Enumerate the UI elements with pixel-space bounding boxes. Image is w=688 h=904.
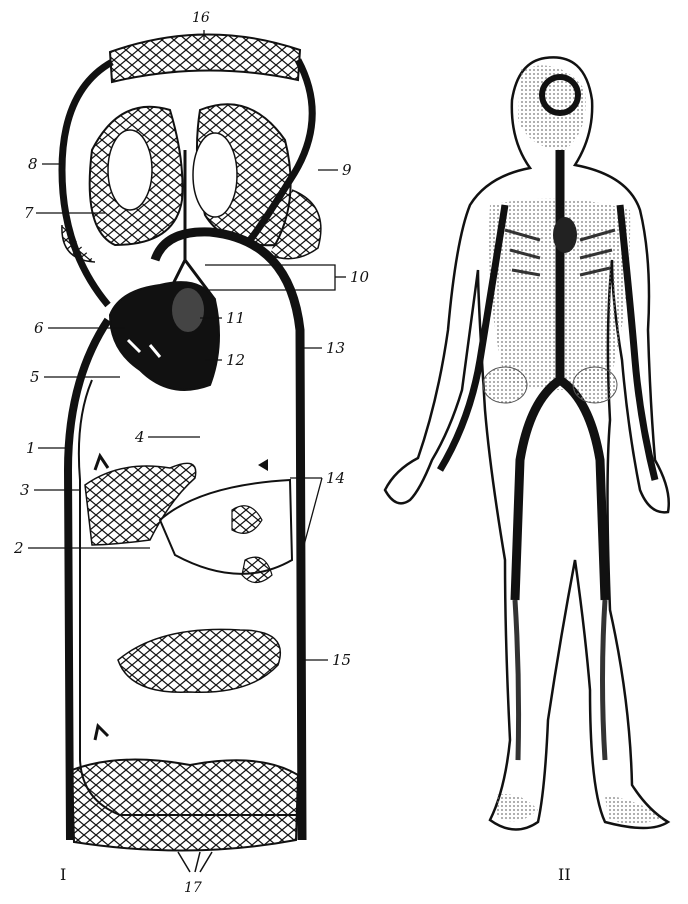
upper-abdominal-network xyxy=(85,463,196,545)
label-2: 2 xyxy=(13,539,24,557)
label-12: 12 xyxy=(226,351,245,369)
head-capillary-network xyxy=(110,34,300,82)
kidney-network xyxy=(118,629,280,692)
label-10: 10 xyxy=(350,268,370,286)
label-9: 9 xyxy=(342,161,352,179)
label-11: 11 xyxy=(226,309,245,327)
label-1: 1 xyxy=(26,439,36,457)
panel-label-right: II xyxy=(558,865,571,884)
right-leg-vessel xyxy=(603,600,606,760)
label-14: 14 xyxy=(326,469,345,487)
label-15: 15 xyxy=(332,651,351,669)
label-5: 5 xyxy=(30,368,40,386)
pelvis-right xyxy=(573,367,617,403)
label-8: 8 xyxy=(28,155,38,173)
figure-heart xyxy=(553,217,577,253)
label-13: 13 xyxy=(326,339,345,357)
label-17: 17 xyxy=(184,880,202,896)
bottom-ticks xyxy=(178,852,212,872)
label-3: 3 xyxy=(20,481,30,499)
schematic-circulation xyxy=(62,34,321,872)
heart-atrium xyxy=(172,288,204,332)
side-lung-left xyxy=(62,225,95,262)
label-6: 6 xyxy=(34,319,44,337)
lower-capillary-network xyxy=(72,760,298,851)
heart xyxy=(110,282,219,390)
flow-arrow-left xyxy=(258,459,268,471)
label-7: 7 xyxy=(24,204,34,222)
left-lung-lobe xyxy=(108,130,152,210)
liver-capillaries xyxy=(232,506,272,583)
body-outline xyxy=(79,380,300,815)
right-lung-lobe xyxy=(193,133,237,217)
human-figure xyxy=(385,57,669,829)
flow-arrow-up xyxy=(95,456,108,470)
label-16: 16 xyxy=(192,10,210,26)
label-4: 4 xyxy=(134,428,145,446)
flow-arrow-lower xyxy=(95,726,108,740)
pelvis-left xyxy=(483,367,527,403)
panel-label-left: I xyxy=(60,865,66,884)
